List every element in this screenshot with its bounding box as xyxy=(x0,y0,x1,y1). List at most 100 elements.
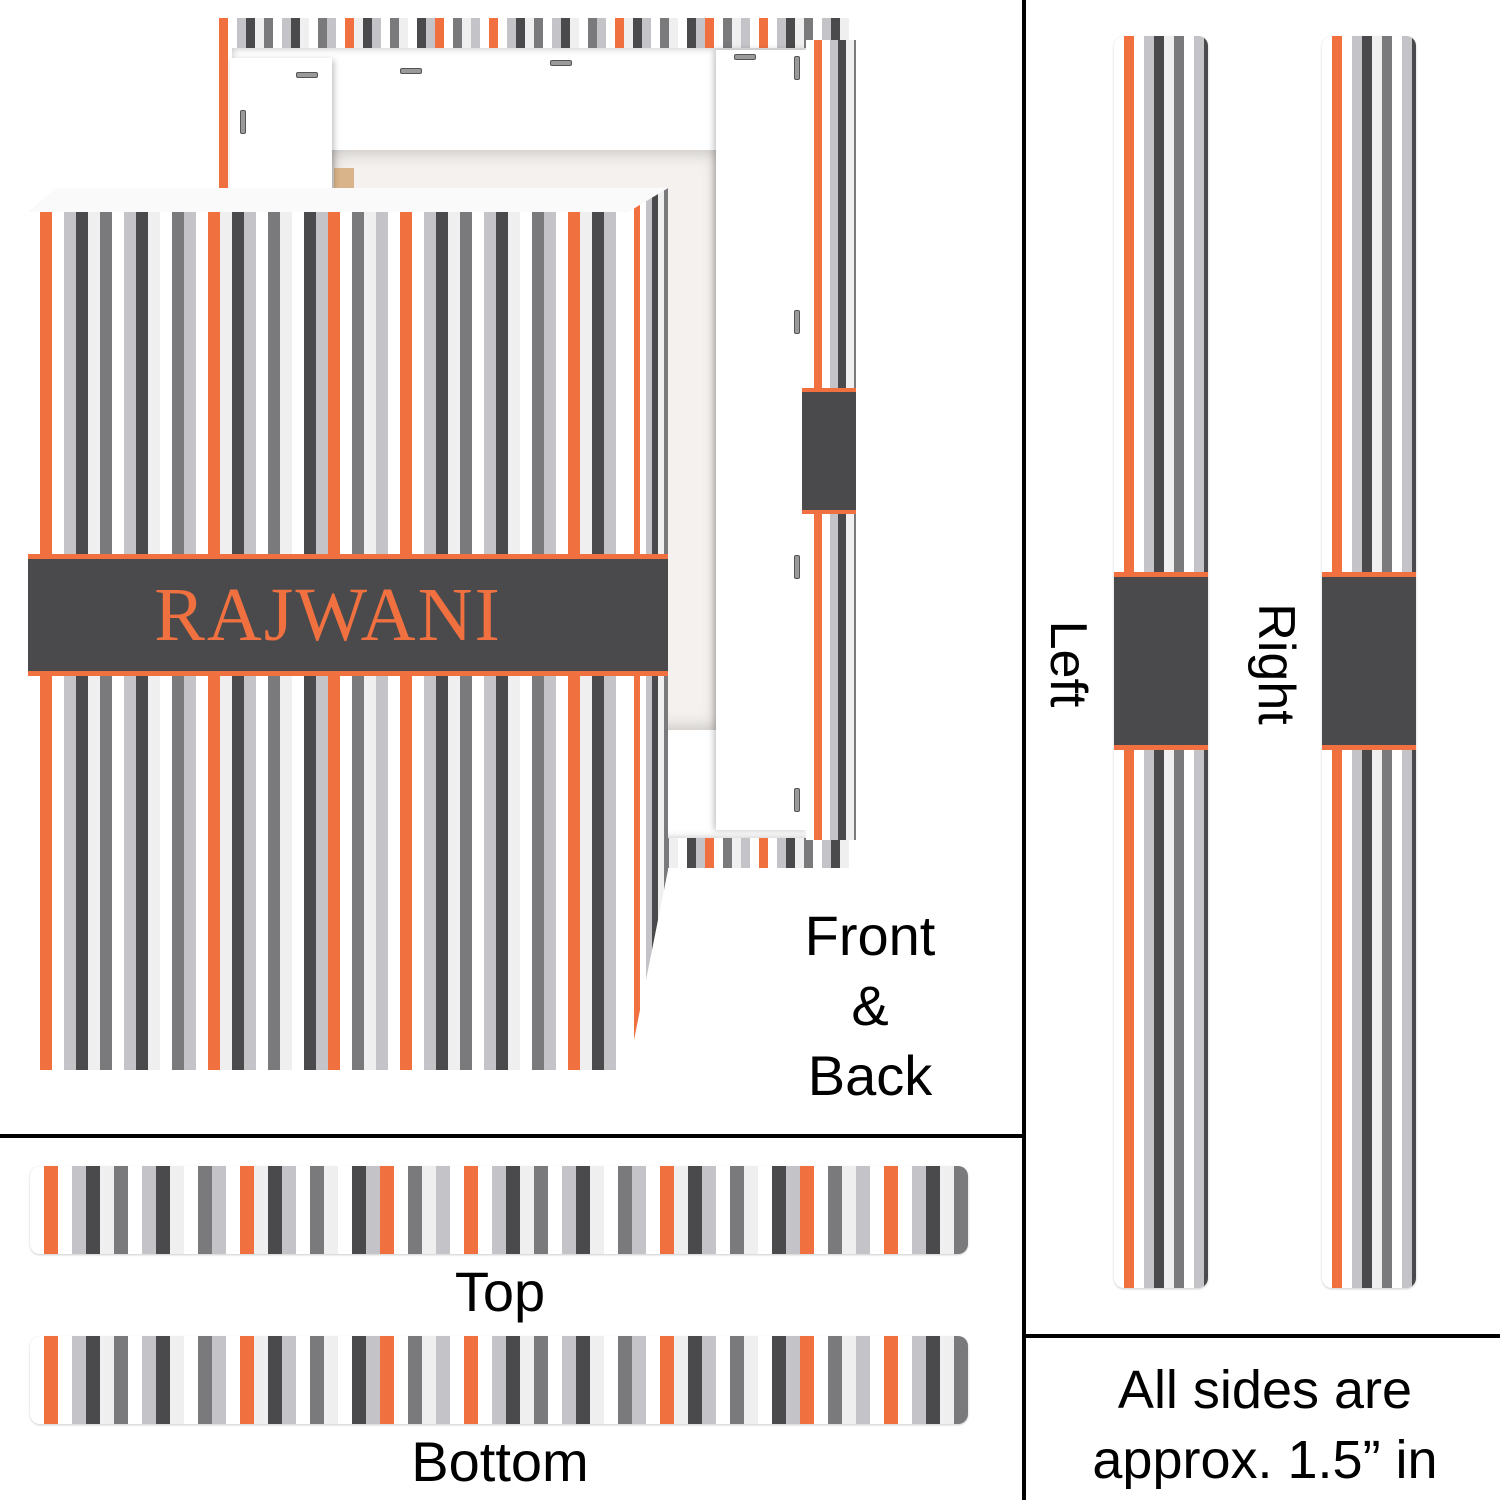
stripe xyxy=(534,1336,548,1424)
stripe xyxy=(310,1336,324,1424)
staple xyxy=(296,72,318,78)
stripe xyxy=(198,1336,212,1424)
stripe xyxy=(870,1336,884,1424)
stripe xyxy=(884,1166,898,1254)
staple xyxy=(240,110,246,134)
stripe xyxy=(786,1166,800,1254)
stripe xyxy=(212,1166,226,1254)
stripe xyxy=(940,1166,954,1254)
stripe xyxy=(72,1336,86,1424)
stripe xyxy=(240,1166,254,1254)
stripe xyxy=(814,1336,828,1424)
stripe xyxy=(604,1336,618,1424)
stripe xyxy=(590,1336,604,1424)
stripe xyxy=(142,1166,156,1254)
strip-bottom xyxy=(30,1336,968,1424)
stripe xyxy=(436,1336,450,1424)
stripe xyxy=(688,1336,702,1424)
stripe xyxy=(422,1336,436,1424)
horizontal-divider-left xyxy=(0,1134,1024,1138)
stripe xyxy=(660,1166,674,1254)
stripe xyxy=(44,1166,58,1254)
stripe xyxy=(254,1166,268,1254)
stripe xyxy=(674,1336,688,1424)
label-left: Left xyxy=(1039,620,1097,708)
stripe xyxy=(548,1166,562,1254)
horizontal-divider-right xyxy=(1024,1334,1500,1338)
stripe xyxy=(226,1166,240,1254)
stripe xyxy=(296,1166,310,1254)
stripe xyxy=(58,1166,72,1254)
stripe xyxy=(856,1166,870,1254)
canvas-front-stripes xyxy=(28,212,628,1070)
stripe xyxy=(506,1166,520,1254)
canvas-back-flap-left xyxy=(230,58,332,208)
stripe xyxy=(940,1336,954,1424)
stripe xyxy=(30,1336,44,1424)
stripe xyxy=(282,1166,296,1254)
stripe xyxy=(590,1166,604,1254)
stripe xyxy=(226,1336,240,1424)
stripe xyxy=(114,1166,128,1254)
canvas-front-top-edge xyxy=(28,188,668,212)
strip-right-band xyxy=(1322,572,1416,750)
stripe xyxy=(450,1336,464,1424)
stripe xyxy=(716,1166,730,1254)
stripe xyxy=(338,1336,352,1424)
stripe xyxy=(114,1336,128,1424)
stripe xyxy=(394,1166,408,1254)
stripe xyxy=(520,1166,534,1254)
stripe xyxy=(632,1336,646,1424)
stripe xyxy=(156,1336,170,1424)
label-front-line1: Front xyxy=(804,904,936,967)
stripe xyxy=(30,1166,44,1254)
stripe xyxy=(576,1336,590,1424)
stripe xyxy=(702,1336,716,1424)
stripe xyxy=(772,1166,786,1254)
stripe xyxy=(758,1336,772,1424)
staple xyxy=(794,555,800,579)
stripe xyxy=(464,1166,478,1254)
staple xyxy=(794,310,800,334)
stripe xyxy=(744,1336,758,1424)
stripe xyxy=(814,1166,828,1254)
stripe xyxy=(324,1336,338,1424)
stripe xyxy=(828,1336,842,1424)
canvas-name-text: RAJWANI xyxy=(154,572,502,657)
label-front-line3: Back xyxy=(807,1044,933,1107)
stripe xyxy=(240,1336,254,1424)
strip-left-band xyxy=(1114,572,1208,750)
stripe xyxy=(380,1166,394,1254)
stripe xyxy=(576,1166,590,1254)
stripe xyxy=(408,1166,422,1254)
stripe xyxy=(44,1336,58,1424)
stripe xyxy=(142,1336,156,1424)
stripe xyxy=(716,1336,730,1424)
stripe xyxy=(478,1336,492,1424)
stripe xyxy=(842,1166,856,1254)
stripe xyxy=(212,1336,226,1424)
stripe xyxy=(772,1336,786,1424)
stripe xyxy=(422,1166,436,1254)
vertical-divider xyxy=(1022,0,1026,1500)
stripe xyxy=(954,1336,968,1424)
stripe xyxy=(744,1166,758,1254)
staple xyxy=(794,788,800,812)
stripe xyxy=(758,1166,772,1254)
stripe xyxy=(548,1336,562,1424)
stripe xyxy=(380,1336,394,1424)
stripe xyxy=(702,1166,716,1254)
stripe xyxy=(170,1166,184,1254)
stripe xyxy=(254,1336,268,1424)
label-right: Right xyxy=(1247,603,1305,725)
stripe xyxy=(562,1336,576,1424)
stripe xyxy=(842,1336,856,1424)
stripe xyxy=(926,1336,940,1424)
stripe xyxy=(898,1336,912,1424)
stripe xyxy=(632,1166,646,1254)
stripe xyxy=(296,1336,310,1424)
stripe xyxy=(170,1336,184,1424)
staple xyxy=(794,56,800,80)
stripe xyxy=(58,1336,72,1424)
stripe xyxy=(492,1336,506,1424)
